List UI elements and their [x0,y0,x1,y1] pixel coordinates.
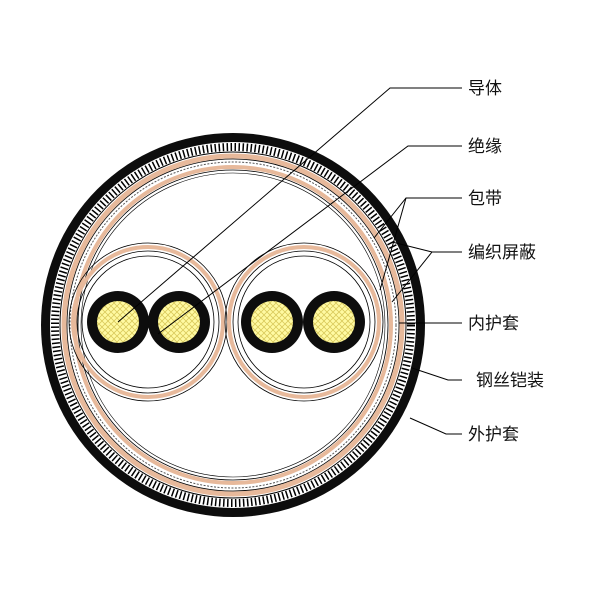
steel-wire-armour-ring [51,143,415,507]
right-pair [224,242,384,402]
label-steel-wire-armour: 钢丝铠装 [476,371,544,391]
label-inner-sheath: 内护套 [468,314,519,334]
label-wrapping-tape: 包带 [468,189,502,209]
conductor-core [251,301,293,343]
conductor-core [158,301,200,343]
label-outer-sheath: 外护套 [468,425,519,445]
leader-line-braided-shield [391,251,433,303]
pair-shield-ring [237,255,371,389]
inner-sheath-ring [61,153,405,497]
conductor-core [313,301,355,343]
label-braided-shield: 编织屏蔽 [468,243,536,263]
overall-braided-shield-ring [69,161,397,489]
label-insulation: 绝缘 [468,137,502,157]
label-conductor: 导体 [468,79,502,99]
pair-shield-ring [81,255,215,389]
leader-line-wrapping-tape [379,197,407,291]
leader-line-outer-sheath [409,417,462,435]
leader-line-steel-wire-armour [411,367,462,381]
leader-line-insulation [157,145,462,335]
leader-line-conductor [117,87,462,323]
